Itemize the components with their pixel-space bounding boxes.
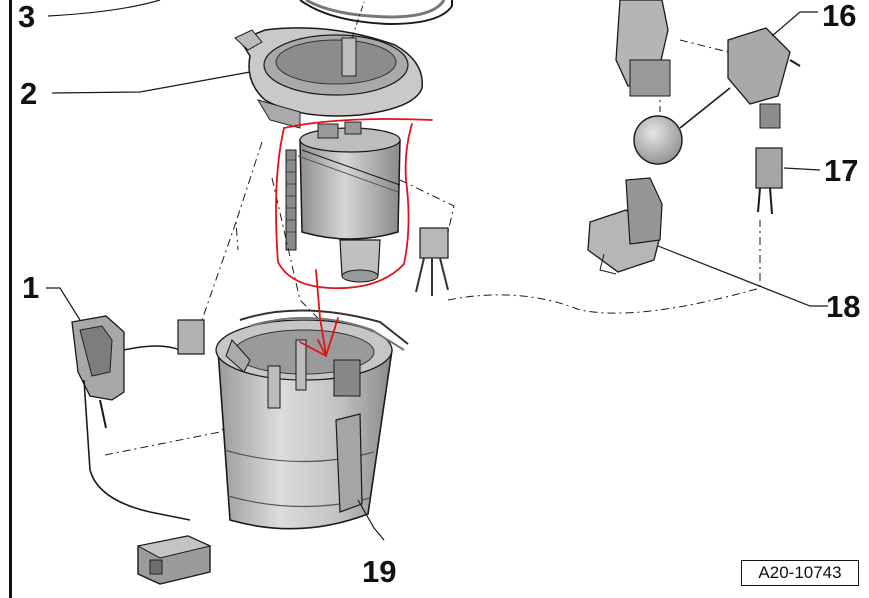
callout-1: 1: [22, 270, 40, 305]
connector-part-17: [755, 147, 783, 215]
callout-2: 2: [20, 76, 38, 111]
flange-part: [234, 1, 423, 129]
callout-leaders: [46, 0, 828, 541]
callout-16: 16: [822, 0, 857, 33]
bracket-part-18: [587, 177, 663, 275]
fuel-pump-motor-part: [285, 121, 401, 283]
figure-reference-id: A20-10743: [741, 560, 859, 586]
float-ball-part: [633, 87, 731, 165]
fuel-level-sender-part: [71, 315, 205, 521]
page-border-line: [9, 0, 12, 598]
callout-17: 17: [824, 153, 859, 188]
fuel-delivery-unit-part: [215, 309, 409, 530]
callout-3: 3: [18, 0, 36, 34]
seal-ring-part: [299, 0, 453, 26]
motor-connector-part: [415, 227, 449, 296]
callout-18: 18: [826, 289, 861, 324]
callout-19: 19: [362, 554, 397, 589]
sender-float-part: [136, 535, 212, 585]
control-unit-part: [615, 0, 801, 129]
red-annotation-circle: [275, 118, 433, 358]
